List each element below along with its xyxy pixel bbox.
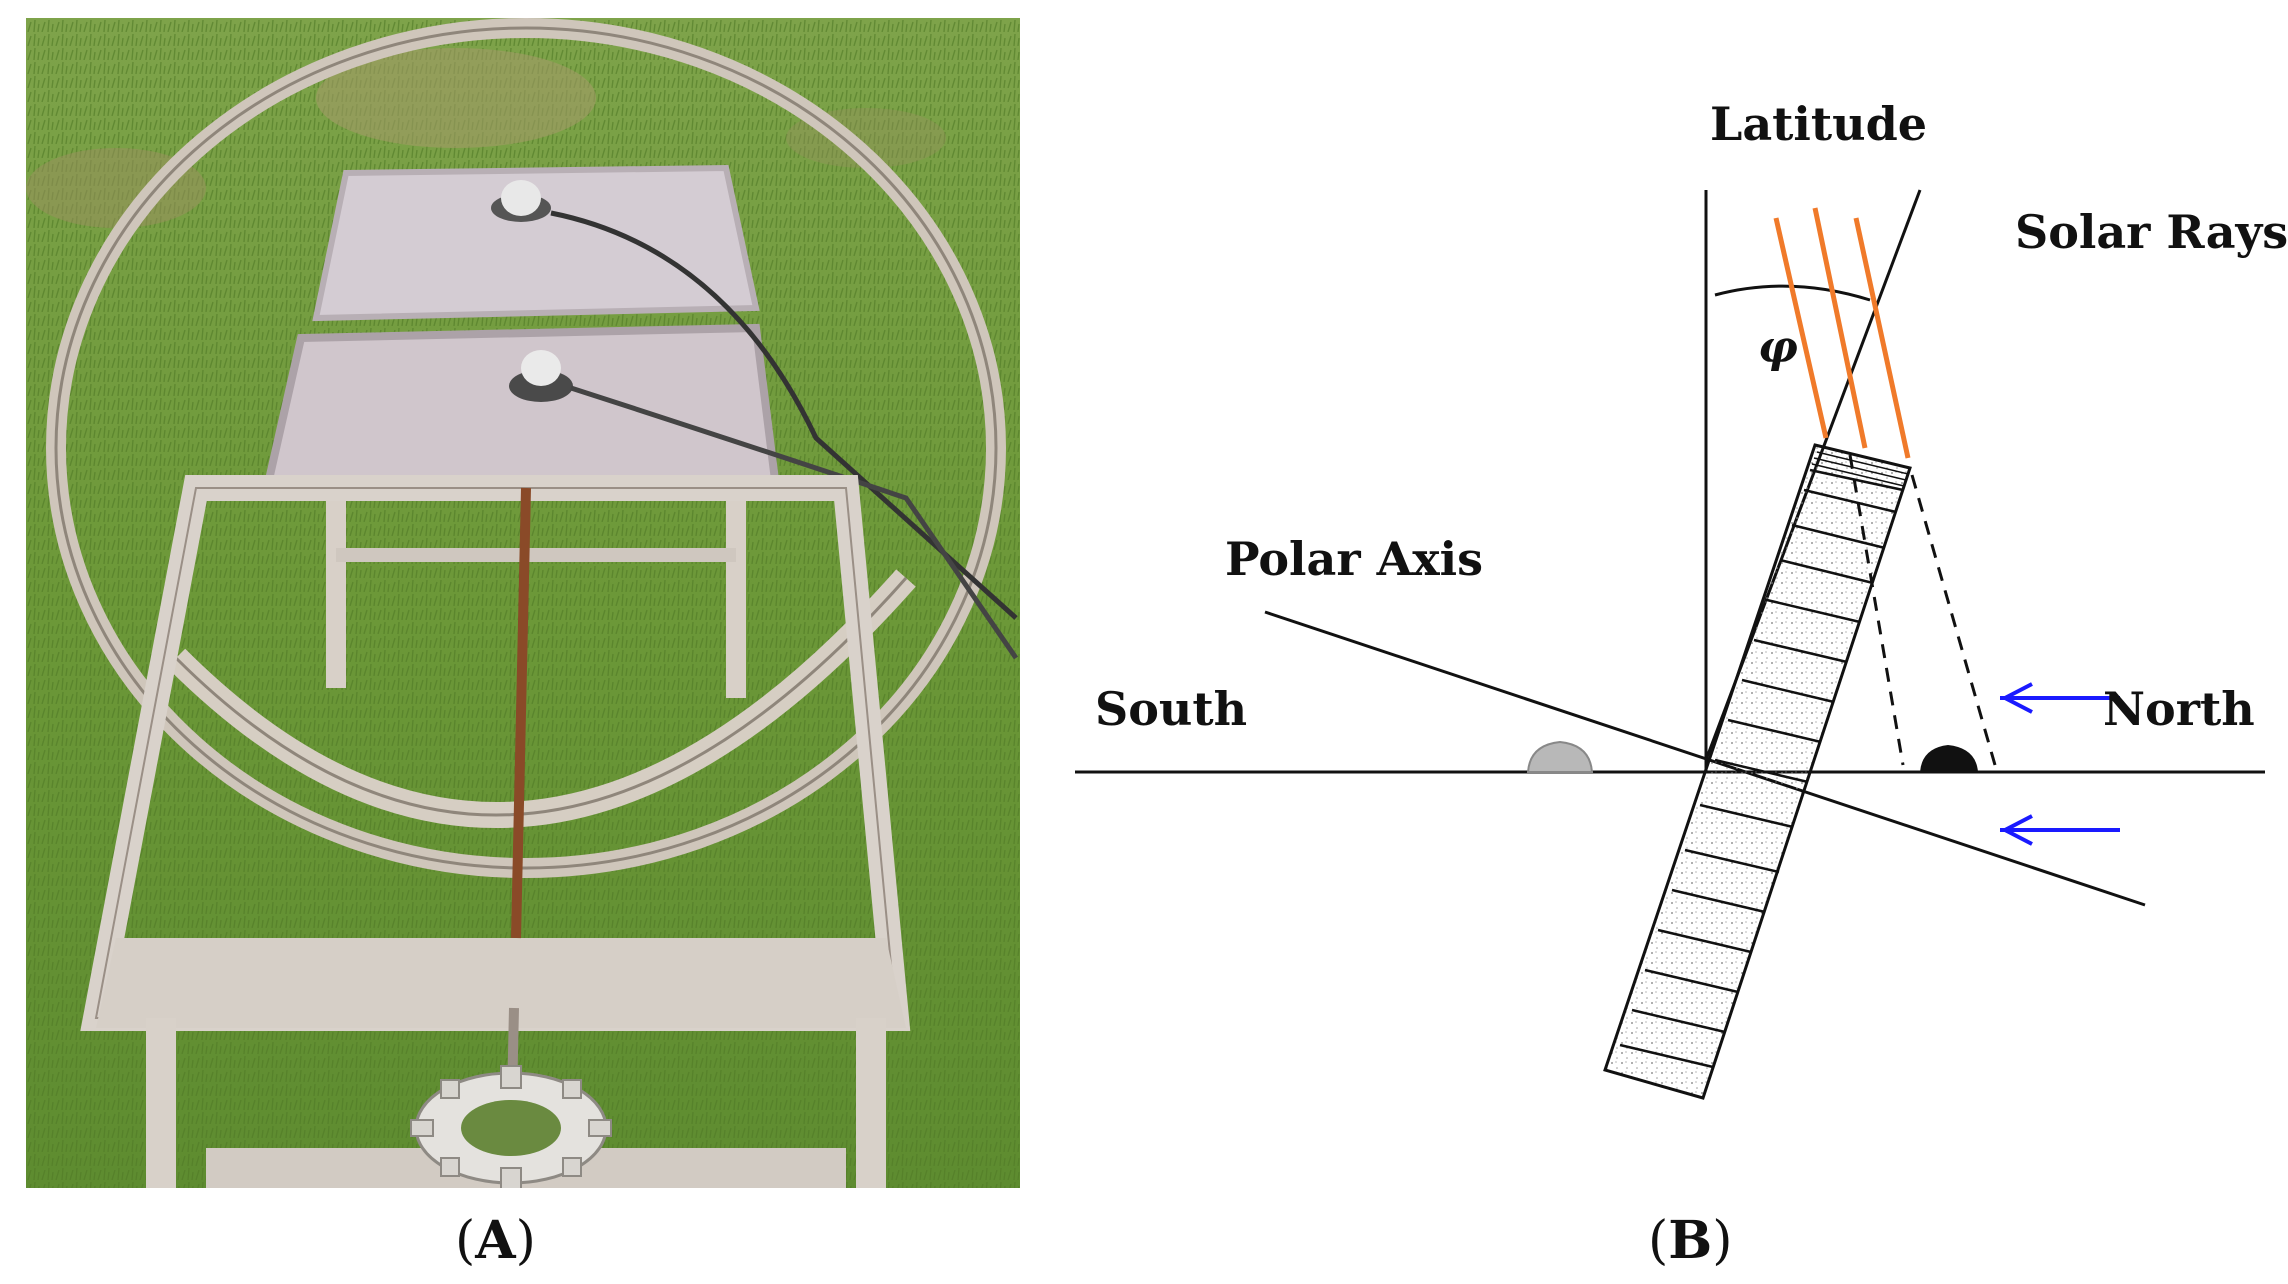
solar-rays-label: Solar Rays [2015, 205, 2288, 259]
ring-segments [1619, 468, 1904, 1069]
polar-axis-line [1264, 610, 2146, 907]
south-label: South [1095, 682, 1247, 736]
north-label: North [2103, 682, 2255, 736]
ring-top-hatching [1811, 451, 1909, 487]
panel-a-label: (A) [455, 1210, 536, 1271]
polar-axis-label: Polar Axis [1225, 532, 1483, 586]
phi-label: φ [1758, 322, 1798, 373]
sensor-north [1920, 745, 1978, 772]
shadow-cone-left [1848, 454, 1905, 766]
geometry-diagram: Latitude Solar Rays φ Polar Axis South N… [1060, 0, 2288, 1200]
shadow-cone-right [1910, 474, 1997, 766]
apparatus-photo [26, 18, 1020, 1188]
arrow-lower [2000, 814, 2120, 846]
panel-b-label: (B) [1648, 1210, 1733, 1271]
arrow-upper [2000, 682, 2120, 714]
latitude-label: Latitude [1710, 97, 1927, 151]
sensor-south [1526, 740, 1594, 773]
solar-rays [1773, 207, 1911, 459]
